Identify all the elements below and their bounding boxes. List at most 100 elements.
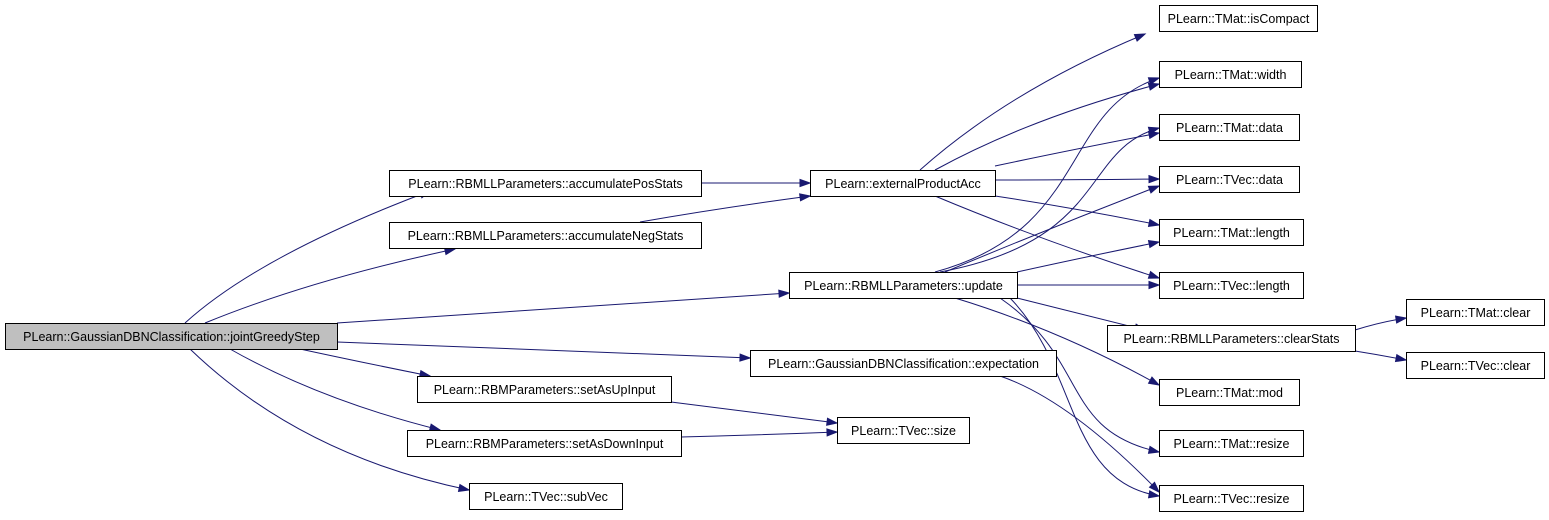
node-label[interactable]: PLearn::TVec::size [851, 424, 956, 438]
node-box[interactable] [417, 376, 672, 403]
node-label[interactable]: PLearn::RBMParameters::setAsUpInput [434, 383, 656, 397]
node-box[interactable] [389, 170, 702, 197]
node-label[interactable]: PLearn::TMat::resize [1173, 437, 1289, 451]
node-label[interactable]: PLearn::TMat::data [1176, 121, 1283, 135]
node-label[interactable]: PLearn::RBMLLParameters::accumulatePosSt… [408, 177, 682, 191]
edge-externalProductAcc-to-tmatData [994, 130, 1161, 167]
node-setAsDownInput[interactable]: PLearn::RBMParameters::setAsDownInput [407, 430, 682, 457]
node-expectation[interactable]: PLearn::GaussianDBNClassification::expec… [750, 350, 1057, 377]
node-label[interactable]: PLearn::TVec::resize [1173, 492, 1289, 506]
node-box[interactable] [1107, 325, 1356, 352]
edge-externalProductAcc-to-tvecData [994, 174, 1161, 184]
node-externalProductAcc[interactable]: PLearn::externalProductAcc [810, 170, 996, 197]
edge-line [919, 33, 1146, 171]
edge-update-to-tvecData [944, 185, 1161, 273]
edge-line [994, 178, 1160, 181]
node-box[interactable] [837, 417, 970, 444]
node-box[interactable] [1406, 299, 1545, 326]
node-box[interactable] [1159, 166, 1300, 193]
node-label[interactable]: PLearn::TMat::length [1173, 226, 1290, 240]
edge-setAsDownInput-to-tvecSize [680, 428, 839, 438]
node-subVec[interactable]: PLearn::TVec::subVec [469, 483, 623, 510]
node-box[interactable] [1159, 379, 1300, 406]
node-box[interactable] [810, 170, 996, 197]
edge-line [184, 190, 431, 324]
node-isCompact[interactable]: PLearn::TMat::isCompact [1159, 5, 1318, 32]
node-box[interactable] [1406, 352, 1545, 379]
node-label[interactable]: PLearn::GaussianDBNClassification::joint… [23, 330, 320, 344]
node-tvecData[interactable]: PLearn::TVec::data [1159, 166, 1300, 193]
node-label[interactable]: PLearn::TMat::mod [1176, 386, 1283, 400]
node-label[interactable]: PLearn::TVec::clear [1421, 359, 1531, 373]
arrowhead-icon [1147, 270, 1161, 279]
edge-line [336, 292, 790, 324]
edge-jointGreedyStep-to-expectation [336, 341, 752, 362]
node-tmatClear[interactable]: PLearn::TMat::clear [1406, 299, 1545, 326]
node-tvecClear[interactable]: PLearn::TVec::clear [1406, 352, 1545, 379]
node-label[interactable]: PLearn::RBMParameters::setAsDownInput [426, 437, 664, 451]
edge-line [639, 195, 811, 223]
node-box[interactable] [389, 222, 702, 249]
node-box[interactable] [1159, 485, 1304, 512]
node-accumulatePosStats[interactable]: PLearn::RBMLLParameters::accumulatePosSt… [389, 170, 702, 197]
node-clearStats[interactable]: PLearn::RBMLLParameters::clearStats [1107, 325, 1356, 352]
edge-line [680, 431, 838, 438]
node-label[interactable]: PLearn::RBMLLParameters::update [804, 279, 1003, 293]
edge-line [670, 401, 838, 424]
node-label[interactable]: PLearn::RBMLLParameters::clearStats [1123, 332, 1339, 346]
edge-jointGreedyStep-to-accumulateNegStats [204, 247, 457, 324]
edge-update-to-tmatData [939, 126, 1161, 273]
arrowhead-icon [778, 289, 791, 298]
edge-line [999, 297, 1160, 453]
node-tmatResize[interactable]: PLearn::TMat::resize [1159, 430, 1304, 457]
arrowhead-icon [1147, 239, 1161, 249]
node-tvecSize[interactable]: PLearn::TVec::size [837, 417, 970, 444]
node-tmatMod[interactable]: PLearn::TMat::mod [1159, 379, 1300, 406]
edge-line [994, 132, 1160, 167]
node-label[interactable]: PLearn::GaussianDBNClassification::expec… [768, 357, 1039, 371]
edge-line [934, 195, 1160, 279]
node-box[interactable] [1159, 5, 1318, 32]
node-setAsUpInput[interactable]: PLearn::RBMParameters::setAsUpInput [417, 376, 672, 403]
node-update[interactable]: PLearn::RBMLLParameters::update [789, 272, 1018, 299]
node-label[interactable]: PLearn::TVec::data [1176, 173, 1283, 187]
edge-line [954, 297, 1160, 386]
node-box[interactable] [1159, 61, 1302, 88]
edge-externalProductAcc-to-tmatLength [994, 195, 1161, 228]
edge-jointGreedyStep-to-setAsUpInput [299, 348, 432, 379]
node-label[interactable]: PLearn::RBMLLParameters::accumulateNegSt… [408, 229, 684, 243]
edge-line [994, 195, 1160, 226]
node-label[interactable]: PLearn::TMat::isCompact [1168, 12, 1310, 26]
arrowhead-icon [1394, 353, 1408, 363]
edge-update-to-tmatMod [954, 297, 1161, 386]
node-box[interactable] [1159, 219, 1304, 246]
edge-accumulateNegStats-to-externalProductAcc [639, 193, 812, 223]
node-tmatWidth[interactable]: PLearn::TMat::width [1159, 61, 1302, 88]
node-label[interactable]: PLearn::TVec::length [1173, 279, 1290, 293]
node-box[interactable] [407, 430, 682, 457]
edge-line [336, 341, 751, 359]
node-tmatLength[interactable]: PLearn::TMat::length [1159, 219, 1304, 246]
node-label[interactable]: PLearn::externalProductAcc [825, 177, 981, 191]
edge-jointGreedyStep-to-setAsDownInput [229, 348, 442, 432]
node-label[interactable]: PLearn::TMat::clear [1421, 306, 1531, 320]
node-box[interactable] [789, 272, 1018, 299]
node-tmatData[interactable]: PLearn::TMat::data [1159, 114, 1300, 141]
node-box[interactable] [5, 323, 338, 350]
arrowhead-icon [826, 428, 839, 437]
arrowhead-icon [1147, 82, 1161, 91]
node-box[interactable] [469, 483, 623, 510]
node-label[interactable]: PLearn::TVec::subVec [484, 490, 608, 504]
node-label[interactable]: PLearn::TMat::width [1175, 68, 1287, 82]
node-accumulateNegStats[interactable]: PLearn::RBMLLParameters::accumulateNegSt… [389, 222, 702, 249]
node-tvecResize[interactable]: PLearn::TVec::resize [1159, 485, 1304, 512]
node-box[interactable] [750, 350, 1057, 377]
node-box[interactable] [1159, 430, 1304, 457]
node-box[interactable] [1159, 272, 1304, 299]
node-box[interactable] [1159, 114, 1300, 141]
arrowhead-icon [1147, 490, 1161, 499]
node-jointGreedyStep[interactable]: PLearn::GaussianDBNClassification::joint… [5, 323, 338, 350]
edge-jointGreedyStep-to-subVec [189, 348, 471, 492]
node-tvecLength[interactable]: PLearn::TVec::length [1159, 272, 1304, 299]
